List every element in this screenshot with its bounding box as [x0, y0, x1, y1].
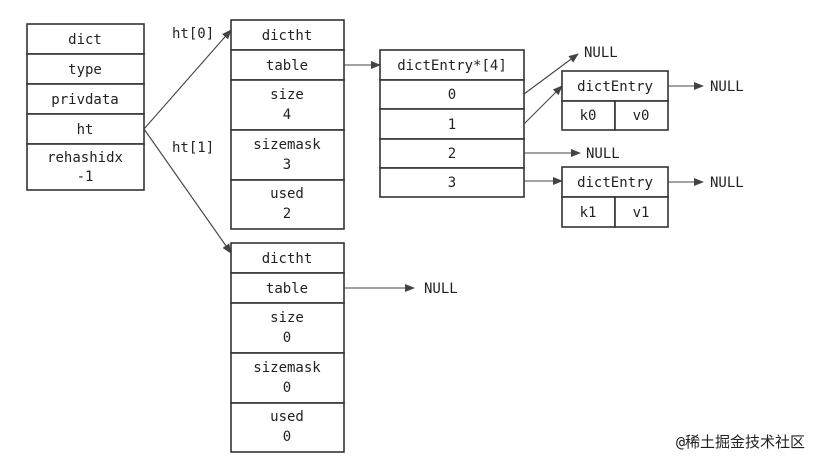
dict-entry-k1-key — [561, 196, 616, 228]
dict-field-dict-label: dict — [68, 32, 102, 48]
dict-entry-k1-title: dictEntry — [577, 175, 653, 191]
dict-entry-k0-key-label: k0 — [580, 108, 597, 124]
table-slot-0-label: 0 — [448, 87, 456, 103]
table-slot-0 — [379, 79, 525, 110]
ht1-field-used-value: 0 — [283, 429, 291, 445]
ht1-field-used — [230, 402, 345, 453]
dict-entry-k1-next-null: NULL — [710, 175, 744, 191]
slot-1-arrow — [523, 85, 563, 125]
ht0-label: ht[0] — [172, 26, 214, 42]
dict-field-rehashidx — [26, 143, 145, 191]
ht1-field-sizemask-label: sizemask — [253, 360, 321, 376]
ht1-table-null: NULL — [424, 281, 458, 297]
ht0-field-used — [230, 179, 345, 230]
table-array-title: dictEntry*[4] — [397, 58, 507, 74]
ht0-field-size — [230, 79, 345, 131]
slot-2-null: NULL — [586, 146, 620, 162]
dict-entry-k0-next-null: NULL — [710, 79, 744, 95]
ht1-field-sizemask — [230, 352, 345, 404]
ht1-pointer-arrow — [143, 128, 232, 254]
ht0-field-size-label: size — [270, 87, 304, 103]
dict-entry-k0-title: dictEntry — [577, 79, 653, 95]
table-slot-3 — [379, 167, 525, 198]
ht1-field-size — [230, 302, 345, 354]
ht1-field-table-label: table — [266, 281, 308, 297]
ht0-field-table-label: table — [266, 58, 308, 74]
dict-field-ht-label: ht — [77, 122, 94, 138]
table-slot-2 — [379, 138, 525, 169]
slot-0-arrow — [523, 53, 579, 95]
ht1-dictht: dictht table size 0 sizemask 0 used 0 — [230, 242, 345, 453]
table-slot-3-label: 3 — [448, 175, 456, 191]
table-slot-2-label: 2 — [448, 146, 456, 162]
table-array: dictEntry*[4] 0 1 2 3 — [379, 49, 525, 198]
ht0-field-used-value: 2 — [283, 206, 291, 222]
dict-entry-k0-value — [614, 100, 669, 131]
dict-field-type-label: type — [68, 62, 102, 78]
ht1-field-sizemask-value: 0 — [283, 380, 291, 396]
ht1-field-size-value: 0 — [283, 330, 291, 346]
dict-entry-k0: dictEntry k0 v0 — [561, 70, 669, 131]
ht0-pointer-arrow — [143, 29, 232, 130]
dict-field-rehashidx-label: rehashidx — [47, 150, 123, 166]
dict-field-privdata-label: privdata — [51, 92, 118, 108]
dict-entry-k0-value-label: v0 — [633, 108, 650, 124]
ht1-field-used-label: used — [270, 409, 304, 425]
table-array-header — [379, 49, 525, 81]
dict-struct: dict type privdata ht rehashidx -1 — [26, 23, 145, 191]
ht1-field-size-label: size — [270, 310, 304, 326]
dict-entry-k1-key-label: k1 — [580, 205, 597, 221]
dict-entry-k1-value-label: v1 — [633, 205, 650, 221]
ht0-field-dictht-label: dictht — [262, 28, 313, 44]
slot-0-null: NULL — [584, 45, 618, 61]
ht0-field-size-value: 4 — [283, 107, 291, 123]
table-slot-1-label: 1 — [448, 117, 456, 133]
ht0-field-sizemask-value: 3 — [283, 157, 291, 173]
ht1-field-dictht-label: dictht — [262, 251, 313, 267]
ht0-field-sizemask-label: sizemask — [253, 137, 321, 153]
ht0-dictht: dictht table size 4 sizemask 3 used 2 — [230, 19, 345, 230]
ht0-field-used-label: used — [270, 186, 304, 202]
dict-field-rehashidx-value: -1 — [77, 169, 94, 185]
dict-entry-k1: dictEntry k1 v1 — [561, 166, 669, 228]
watermark: @稀土掘金技术社区 — [676, 433, 805, 451]
dict-field-dict — [26, 23, 145, 55]
ht0-field-sizemask — [230, 129, 345, 181]
ht0-field-dictht — [230, 19, 345, 51]
ht1-label: ht[1] — [172, 140, 214, 156]
table-slot-1 — [379, 108, 525, 140]
dict-entry-k1-value — [614, 196, 669, 228]
ht1-field-dictht — [230, 242, 345, 274]
